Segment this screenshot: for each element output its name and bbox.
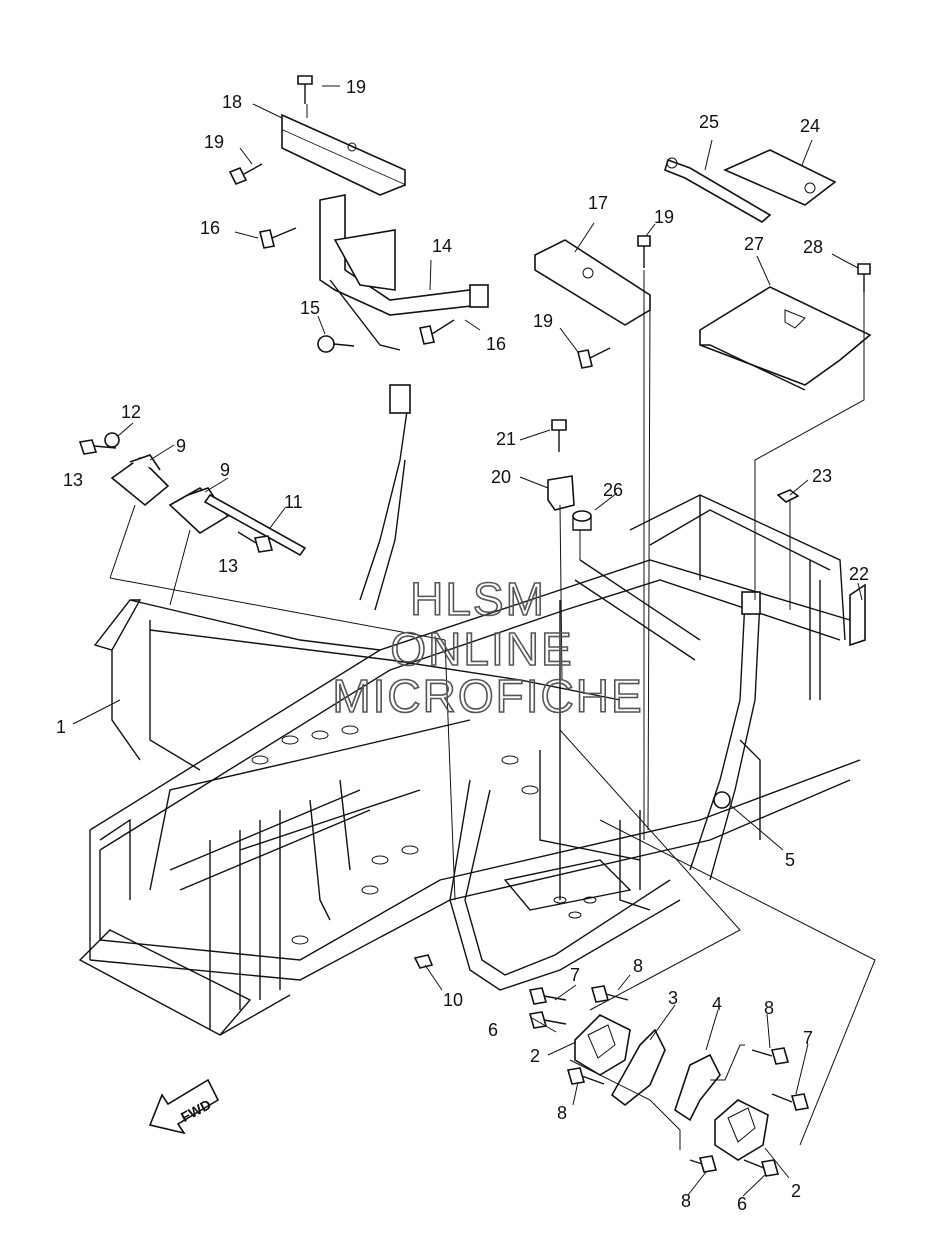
callout-19-left: 19 (204, 132, 224, 152)
callout-numbers: 18 19 19 16 14 15 16 17 19 19 25 24 27 2… (56, 77, 869, 1214)
callout-4: 4 (712, 994, 722, 1014)
callout-13-left: 13 (63, 470, 83, 490)
callout-25: 25 (699, 112, 719, 132)
callout-16-right: 16 (486, 334, 506, 354)
mount-2b (714, 1099, 769, 1161)
callout-5: 5 (785, 850, 795, 870)
leader-lines (72, 85, 876, 1197)
bracket-18 (281, 113, 406, 196)
callout-8-right: 8 (764, 998, 774, 1018)
callout-11: 11 (284, 492, 303, 512)
cap-26 (572, 510, 592, 531)
callout-21: 21 (496, 429, 516, 449)
callout-19-top: 19 (346, 77, 366, 97)
pack-24 (723, 149, 837, 206)
callout-24: 24 (800, 116, 820, 136)
callout-8-bottom-right: 8 (681, 1191, 691, 1211)
watermark-line2: ONLINE (390, 623, 573, 675)
callout-6-right: 6 (737, 1194, 747, 1214)
grommet-5 (713, 791, 731, 809)
bolts (78, 75, 871, 1177)
stay-14 (319, 194, 489, 351)
callout-14: 14 (432, 236, 452, 256)
callout-7-left: 7 (570, 965, 580, 985)
mount-2a (574, 1014, 631, 1076)
callout-10: 10 (443, 990, 463, 1010)
watermark-line1: HLSM (410, 573, 546, 625)
callout-9-right: 9 (220, 460, 230, 480)
callout-2-left: 2 (530, 1046, 540, 1066)
callout-7-right: 7 (803, 1028, 813, 1048)
callout-15: 15 (300, 298, 320, 318)
bracket-4 (674, 1053, 721, 1122)
callout-9-left: 9 (176, 436, 186, 456)
bolt-11 (203, 493, 307, 557)
mount-9a (110, 454, 170, 507)
panel-22 (849, 583, 866, 647)
callout-8-top: 8 (633, 956, 643, 976)
fwd-arrow-icon: FWD (148, 1078, 220, 1135)
callout-13-right: 13 (218, 556, 238, 576)
callout-20: 20 (491, 467, 511, 487)
callout-6-left: 6 (488, 1020, 498, 1040)
callout-26: 26 (603, 480, 623, 500)
callout-28: 28 (803, 237, 823, 257)
callout-12: 12 (121, 402, 141, 422)
label-23 (776, 489, 800, 503)
callout-1: 1 (56, 717, 66, 737)
nut-10 (413, 954, 434, 969)
frame-assembly (78, 384, 861, 1036)
plate-27 (699, 286, 872, 391)
callout-3: 3 (668, 988, 678, 1008)
callout-27: 27 (744, 234, 764, 254)
bracket-3 (610, 1028, 666, 1107)
callout-23: 23 (812, 466, 832, 486)
callout-17: 17 (588, 193, 608, 213)
callout-8-bottom-left: 8 (557, 1103, 567, 1123)
callout-19-mid: 19 (654, 207, 674, 227)
bracket-20 (547, 475, 575, 511)
watermark: HLSM ONLINE MICROFICHE (332, 572, 643, 723)
callout-19-low: 19 (533, 311, 553, 331)
callout-22: 22 (849, 564, 869, 584)
callout-16-left: 16 (200, 218, 220, 238)
rod-25 (664, 157, 772, 223)
watermark-line3: MICROFICHE (332, 670, 643, 722)
callout-2-right: 2 (791, 1181, 801, 1201)
callout-18: 18 (222, 92, 242, 112)
